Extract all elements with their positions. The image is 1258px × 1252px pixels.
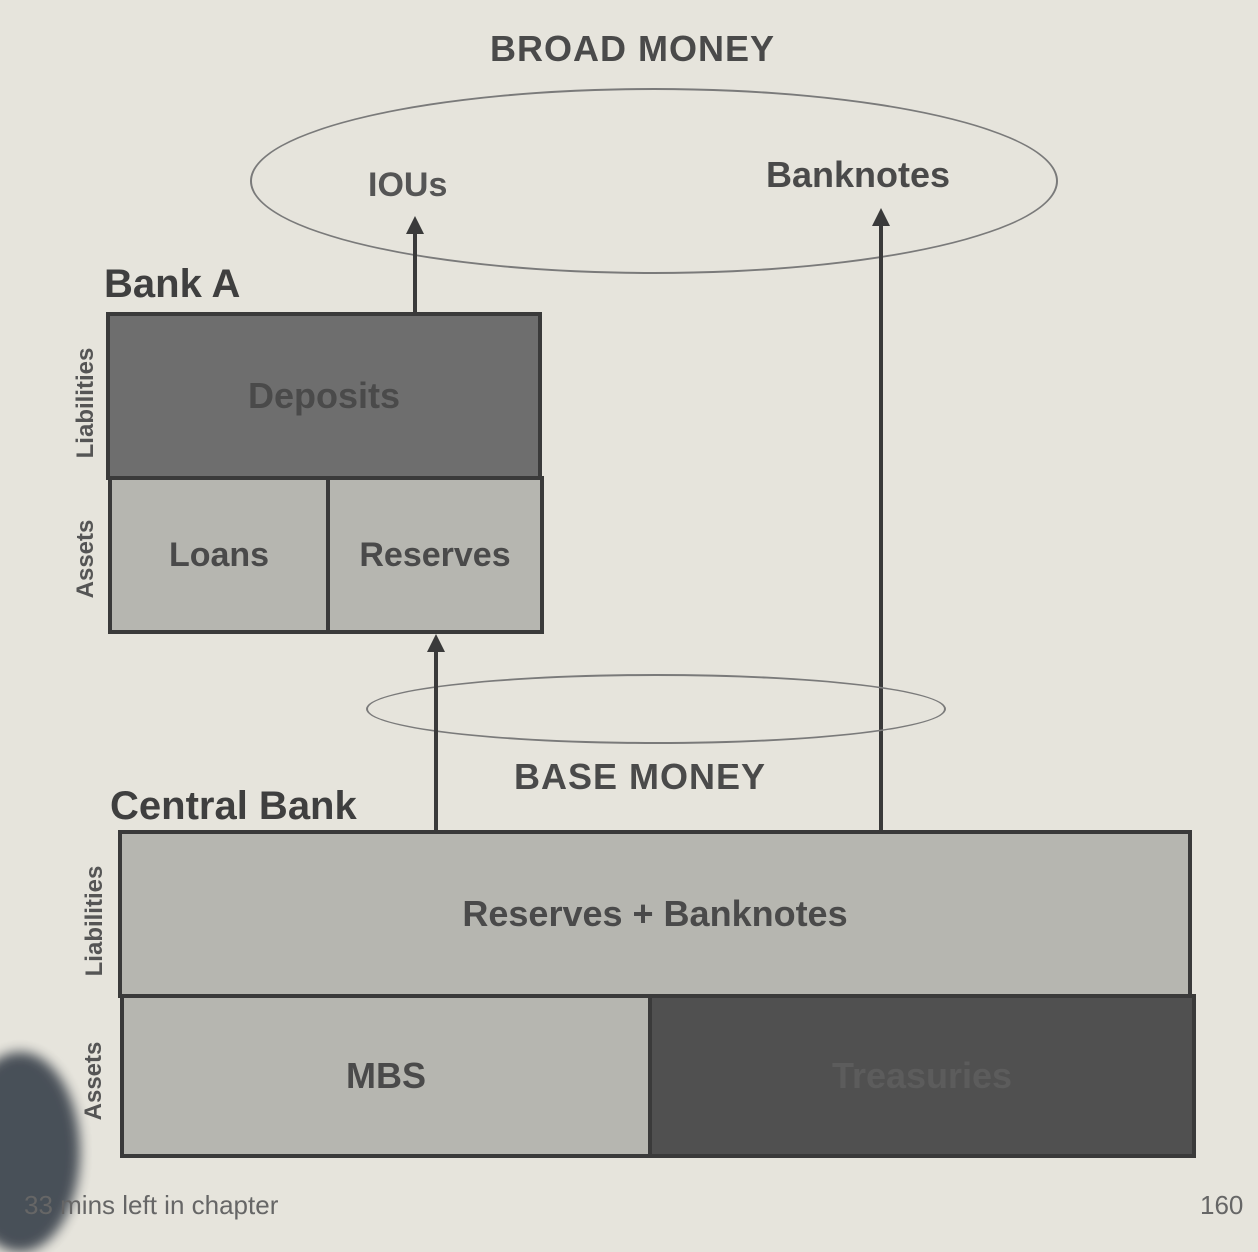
deposits-box: Deposits <box>106 312 542 480</box>
loans-label: Loans <box>168 535 270 574</box>
base-money-heading: BASE MONEY <box>514 756 767 797</box>
reserves-label: Reserves <box>359 535 511 574</box>
photo-shadow <box>0 1052 80 1252</box>
bank-a-title: Bank A <box>104 262 241 306</box>
broad-money-ellipse <box>250 88 1058 274</box>
mbs-label: MBS <box>346 1055 426 1096</box>
arrow-head-banknotes <box>872 208 890 226</box>
page-number: 160 <box>1200 1190 1244 1220</box>
deposits-label: Deposits <box>247 375 401 416</box>
broad-money-heading: BROAD MONEY <box>490 28 776 69</box>
bank-a-assets-label: Assets <box>72 519 99 599</box>
banknotes-label: Banknotes <box>766 154 951 195</box>
reserves-box: Reserves <box>326 476 544 634</box>
arrow-head-ious <box>406 216 424 234</box>
central-bank-title: Central Bank <box>110 784 357 828</box>
base-money-ellipse <box>366 674 946 744</box>
ious-label: IOUs <box>368 166 448 204</box>
treasuries-label: Treasuries <box>831 1055 1013 1096</box>
arrow-cb-to-banknotes <box>879 226 883 834</box>
reserves-banknotes-box: Reserves + Banknotes <box>118 830 1192 998</box>
loans-box: Loans <box>108 476 330 634</box>
reserves-banknotes-label: Reserves + Banknotes <box>462 893 848 934</box>
arrow-head-reserves <box>427 634 445 652</box>
cb-assets-label: Assets <box>80 1041 107 1121</box>
treasuries-box: Treasuries <box>648 994 1196 1158</box>
arrow-deposits-to-ious <box>413 232 417 314</box>
cb-liabilities-label: Liabilities <box>81 865 108 977</box>
bank-a-liabilities-label: Liabilities <box>72 347 99 459</box>
mbs-box: MBS <box>120 994 652 1158</box>
arrow-cb-to-reserves <box>434 650 438 834</box>
chapter-time-remaining: 33 mins left in chapter <box>24 1190 279 1220</box>
